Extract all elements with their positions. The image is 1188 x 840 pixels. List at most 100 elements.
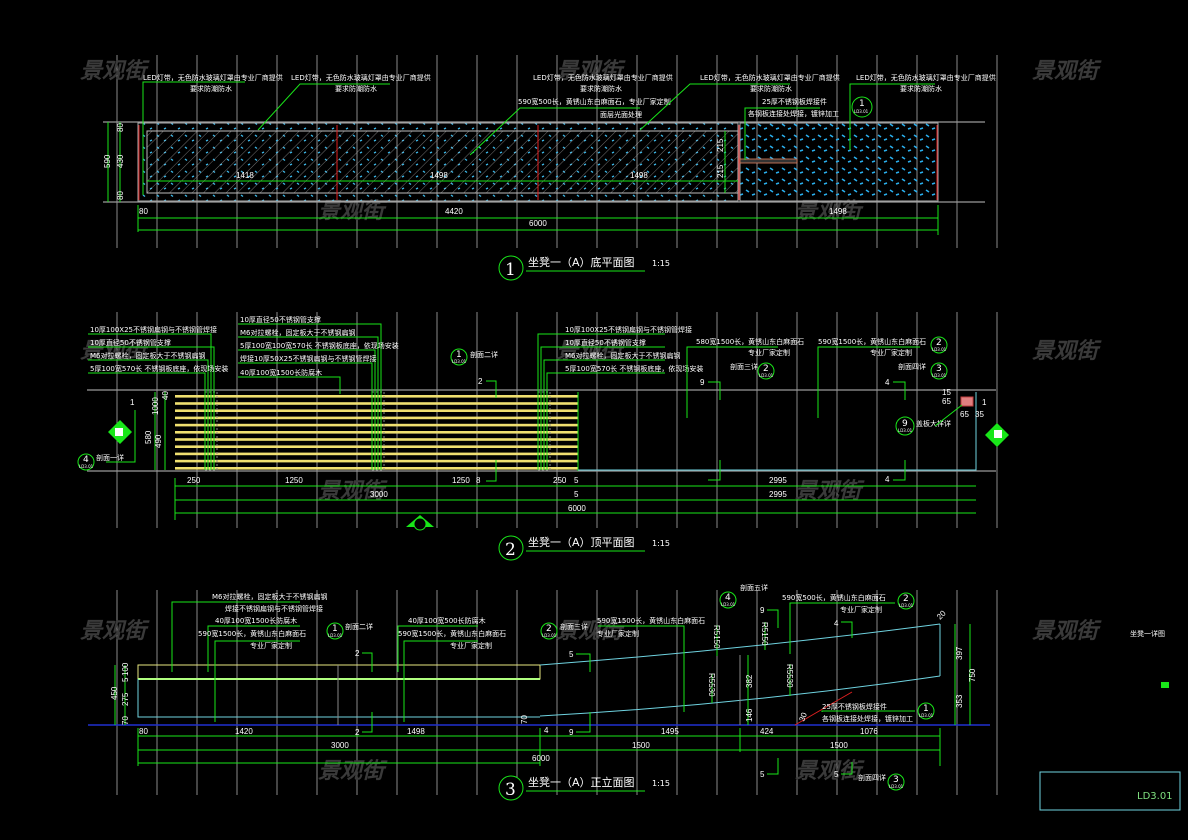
detail-callout[interactable] bbox=[851, 96, 873, 118]
svg-text:LD3.01: LD3.01 bbox=[889, 784, 904, 789]
svg-text:焊接不锈钢扁钢与不锈钢管焊接: 焊接不锈钢扁钢与不锈钢管焊接 bbox=[225, 604, 323, 613]
dimensions: 1000 40 580 490 250 1250 1250 250 3000 6… bbox=[144, 388, 984, 520]
svg-text:10厚100X25不锈钢扁钢与不锈钢管焊接: 10厚100X25不锈钢扁钢与不锈钢管焊接 bbox=[90, 325, 217, 334]
svg-text:1:15: 1:15 bbox=[652, 779, 670, 788]
svg-text:590宽500长，黄锈山东白麻面石: 590宽500长，黄锈山东白麻面石 bbox=[782, 593, 886, 602]
svg-text:580: 580 bbox=[144, 430, 153, 444]
svg-text:590: 590 bbox=[103, 154, 112, 168]
svg-text:20: 20 bbox=[935, 608, 948, 621]
svg-text:3000: 3000 bbox=[331, 741, 349, 750]
watermark: 景观街 bbox=[1032, 339, 1102, 364]
timber-slats bbox=[175, 395, 578, 470]
timber-slat bbox=[175, 416, 578, 420]
svg-text:580宽1500长，黄锈山东白麻面石: 580宽1500长，黄锈山东白麻面石 bbox=[696, 337, 804, 346]
svg-text:80: 80 bbox=[139, 207, 148, 216]
svg-text:40厚100宽1500长防腐木: 40厚100宽1500长防腐木 bbox=[240, 368, 322, 377]
svg-text:LD3.01: LD3.01 bbox=[932, 373, 947, 378]
svg-text:146: 146 bbox=[745, 708, 754, 722]
svg-text:1076: 1076 bbox=[860, 727, 878, 736]
svg-text:坐凳一（A）顶平面图: 坐凳一（A）顶平面图 bbox=[528, 535, 635, 549]
svg-text:5厚100宽570长 不锈钢板底座，依现场安装: 5厚100宽570长 不锈钢板底座，依现场安装 bbox=[90, 364, 228, 373]
svg-text:430: 430 bbox=[116, 154, 125, 168]
svg-text:5厚100宽100宽570长 不锈钢板底座，依现场安装: 5厚100宽100宽570长 不锈钢板底座，依现场安装 bbox=[240, 341, 399, 350]
cover-plate bbox=[960, 396, 974, 407]
timber-seat-top bbox=[137, 664, 541, 680]
view-1-bottom-plan[interactable]: 590 430 80 80 1418 1498 1498 80 4420 600… bbox=[103, 73, 996, 281]
watermark: 景观街 bbox=[80, 619, 150, 644]
svg-text:1498: 1498 bbox=[430, 171, 448, 180]
svg-text:2: 2 bbox=[355, 649, 360, 658]
svg-text:要求防潮防水: 要求防潮防水 bbox=[580, 84, 622, 93]
svg-text:5: 5 bbox=[834, 770, 839, 779]
svg-text:1000: 1000 bbox=[151, 397, 160, 415]
svg-text:9: 9 bbox=[569, 728, 574, 737]
radius-labels: R5150 R5150 R5530 R5530 bbox=[707, 622, 794, 703]
svg-text:1: 1 bbox=[859, 99, 865, 109]
svg-text:LED灯带，无色防水玻璃灯罩由专业厂商提供: LED灯带，无色防水玻璃灯罩由专业厂商提供 bbox=[533, 73, 673, 82]
svg-text:80: 80 bbox=[116, 123, 125, 132]
svg-text:397: 397 bbox=[955, 646, 964, 660]
svg-text:专业厂家定制: 专业厂家定制 bbox=[597, 629, 639, 638]
svg-text:80: 80 bbox=[116, 191, 125, 200]
svg-text:剖面二详: 剖面二详 bbox=[470, 350, 498, 359]
svg-text:5: 5 bbox=[121, 677, 130, 682]
view-3-front-elevation[interactable]: 100 5 275 450 70 80 1420 1498 1495 424 1… bbox=[88, 583, 990, 801]
svg-text:10厚直径50不锈钢管支撑: 10厚直径50不锈钢管支撑 bbox=[565, 338, 646, 347]
svg-text:40: 40 bbox=[161, 391, 170, 400]
svg-text:1418: 1418 bbox=[236, 171, 254, 180]
svg-text:LD3.01: LD3.01 bbox=[721, 602, 736, 607]
curved-stone-top bbox=[539, 623, 941, 666]
svg-text:6000: 6000 bbox=[529, 219, 547, 228]
svg-text:4420: 4420 bbox=[445, 207, 463, 216]
svg-text:25厚不锈钢板焊接件: 25厚不锈钢板焊接件 bbox=[822, 702, 887, 711]
watermark: 景观街 bbox=[80, 59, 150, 84]
steel-plate bbox=[739, 158, 798, 164]
svg-text:2: 2 bbox=[936, 338, 942, 348]
view-2-top-plan[interactable]: 1000 40 580 490 250 1250 1250 250 3000 6… bbox=[77, 315, 1009, 561]
view-title-3: 3 坐凳一（A）正立面图 1:15 bbox=[498, 775, 670, 801]
svg-text:30: 30 bbox=[797, 711, 809, 723]
svg-text:750: 750 bbox=[968, 668, 977, 682]
svg-text:215: 215 bbox=[716, 164, 725, 178]
timber-slat bbox=[175, 467, 578, 470]
svg-text:坐凳一（A）底平面图: 坐凳一（A）底平面图 bbox=[528, 255, 635, 269]
svg-text:1: 1 bbox=[982, 398, 987, 407]
svg-text:LED灯带，无色防水玻璃灯罩由专业厂商提供: LED灯带，无色防水玻璃灯罩由专业厂商提供 bbox=[143, 73, 283, 82]
legend-marker bbox=[1161, 682, 1169, 688]
svg-text:要求防潮防水: 要求防潮防水 bbox=[190, 84, 232, 93]
svg-text:8: 8 bbox=[476, 476, 481, 485]
svg-text:4: 4 bbox=[885, 378, 890, 387]
watermark: 景观街 bbox=[795, 759, 865, 784]
svg-text:专业厂家定制: 专业厂家定制 bbox=[450, 641, 492, 650]
svg-text:剖面三详: 剖面三详 bbox=[560, 622, 588, 631]
svg-text:5: 5 bbox=[569, 650, 574, 659]
svg-text:590宽1500长，黄锈山东白麻面石: 590宽1500长，黄锈山东白麻面石 bbox=[398, 629, 506, 638]
svg-text:35: 35 bbox=[975, 410, 984, 419]
svg-text:5: 5 bbox=[574, 490, 579, 499]
timber-slat bbox=[175, 445, 578, 448]
svg-text:1:15: 1:15 bbox=[652, 259, 670, 268]
title-block: LD3.01 bbox=[1039, 771, 1181, 811]
section-markers: 1 2 8 9 4 4 5 5 1 bbox=[130, 377, 987, 499]
svg-text:590宽1500长，黄锈山东白麻面石: 590宽1500长，黄锈山东白麻面石 bbox=[597, 616, 705, 625]
svg-text:70: 70 bbox=[520, 715, 529, 724]
svg-text:剖面四详: 剖面四详 bbox=[898, 362, 926, 371]
svg-text:4: 4 bbox=[885, 475, 890, 484]
svg-text:M6对拉螺栓，固定板大于不锈钢扁钢: M6对拉螺栓，固定板大于不锈钢扁钢 bbox=[90, 351, 206, 360]
svg-text:专业厂家定制: 专业厂家定制 bbox=[870, 348, 912, 357]
svg-text:剖面二详: 剖面二详 bbox=[345, 622, 373, 631]
svg-text:专业厂家定制: 专业厂家定制 bbox=[748, 348, 790, 357]
svg-text:M6对拉螺栓，固定板大于不锈钢扁钢: M6对拉螺栓，固定板大于不锈钢扁钢 bbox=[212, 592, 328, 601]
svg-text:5厚100宽570长 不锈钢板底座，依现场安装: 5厚100宽570长 不锈钢板底座，依现场安装 bbox=[565, 364, 703, 373]
svg-text:4: 4 bbox=[83, 455, 89, 465]
svg-text:要求防潮防水: 要求防潮防水 bbox=[900, 84, 942, 93]
annotations: LED灯带，无色防水玻璃灯罩由专业厂商提供 要求防潮防水 LED灯带，无色防水玻… bbox=[142, 73, 996, 195]
timber-slat bbox=[175, 423, 578, 427]
svg-text:424: 424 bbox=[760, 727, 774, 736]
timber-slat bbox=[175, 452, 578, 456]
svg-text:专业厂家定制: 专业厂家定制 bbox=[250, 641, 292, 650]
svg-text:LED灯带，无色防水玻璃灯罩由专业厂商提供: LED灯带，无色防水玻璃灯罩由专业厂商提供 bbox=[700, 73, 840, 82]
